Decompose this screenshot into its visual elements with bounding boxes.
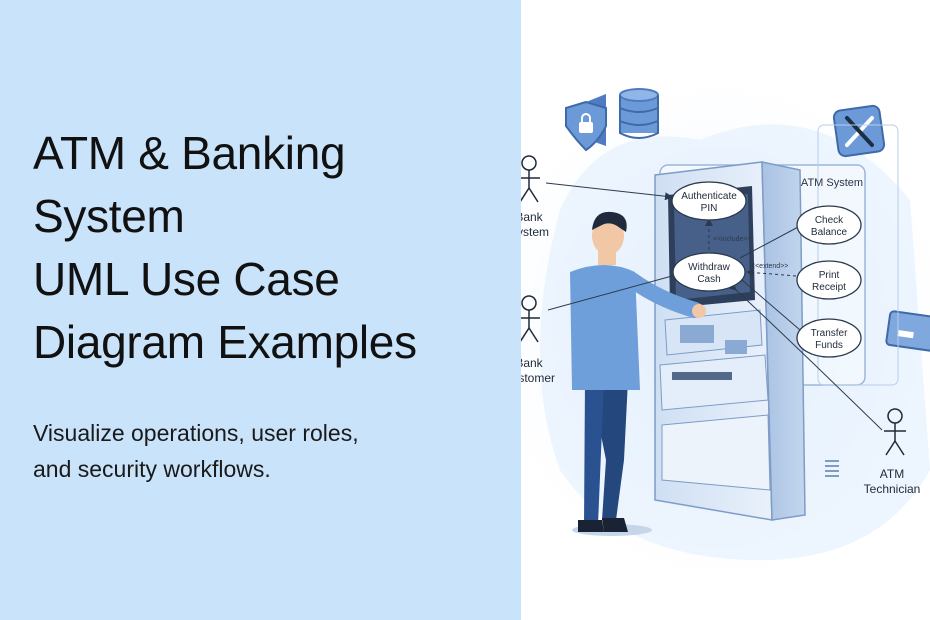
- subtitle-line: and security workflows.: [33, 456, 271, 482]
- actor-bank-system: Bank System: [521, 155, 549, 239]
- title-line: System: [33, 190, 185, 242]
- use-case-label: Authenticate: [681, 191, 737, 202]
- person-illustration: [570, 211, 706, 536]
- left-panel: ATM & Banking System UML Use Case Diagra…: [0, 0, 521, 620]
- use-case-withdraw-cash: Withdraw Cash: [672, 252, 746, 292]
- use-case-print-receipt: Print Receipt: [796, 260, 862, 300]
- actor-label: Bank: [521, 356, 544, 370]
- actor-label: ATM: [880, 467, 904, 481]
- use-case-label: Transfer: [811, 328, 849, 339]
- use-case-label: PIN: [701, 203, 718, 214]
- system-boundary-back: [817, 124, 899, 386]
- shield-lock-icon: [565, 94, 607, 152]
- use-case-check-balance: Check Balance: [796, 205, 862, 245]
- illustration: Bank System Bank Customer ATM Technician…: [521, 0, 930, 620]
- association-line: [741, 279, 801, 331]
- extend-label: <<extend>>: [751, 263, 788, 270]
- title-line: ATM & Banking: [33, 127, 346, 179]
- include-label: <<include>>: [713, 236, 752, 243]
- use-case-label: Print: [819, 270, 840, 281]
- actor-atm-technician: ATM Technician: [864, 408, 921, 496]
- extend-relation: [746, 268, 797, 277]
- use-case-label: Cash: [697, 274, 720, 285]
- database-icon: [619, 88, 659, 139]
- use-case-transfer-funds: Transfer Funds: [796, 318, 862, 358]
- actor-label: Technician: [864, 482, 921, 496]
- use-case-authenticate-pin: Authenticate PIN: [671, 181, 747, 221]
- association-line: [547, 275, 673, 311]
- actor-label: System: [521, 225, 549, 239]
- use-case-label: Balance: [811, 227, 848, 238]
- use-case-label: Receipt: [812, 282, 846, 293]
- actor-label: Customer: [521, 371, 555, 385]
- association-line: [739, 225, 801, 259]
- wrench-screwdriver-icon: [832, 104, 886, 158]
- actor-label: Bank: [521, 210, 544, 224]
- association-line: [545, 182, 673, 201]
- use-case-label: Check: [815, 215, 844, 226]
- credit-card-icon: [885, 310, 930, 352]
- actor-bank-customer: Bank Customer: [521, 295, 555, 385]
- page-title: ATM & Banking System UML Use Case Diagra…: [33, 122, 503, 374]
- use-case-label: Funds: [815, 340, 843, 351]
- association-line: [728, 282, 883, 431]
- system-label: ATM System: [801, 177, 863, 189]
- use-case-label: Withdraw: [688, 262, 730, 273]
- title-line: UML Use Case: [33, 253, 340, 305]
- page-subtitle: Visualize operations, user roles, and se…: [33, 415, 503, 487]
- subtitle-line: Visualize operations, user roles,: [33, 420, 359, 446]
- title-line: Diagram Examples: [33, 316, 417, 368]
